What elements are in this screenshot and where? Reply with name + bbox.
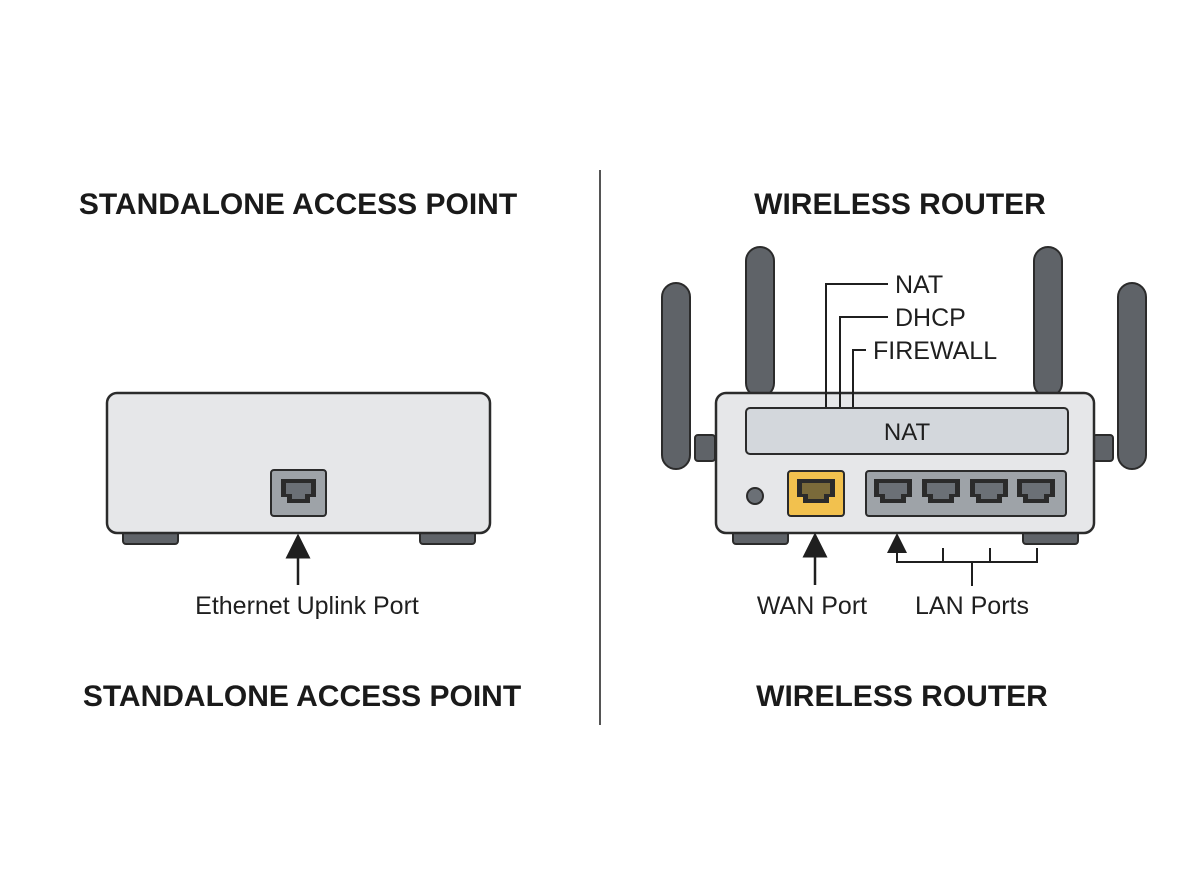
firewall-callout-line [852,349,866,407]
left-title-bottom: STANDALONE ACCESS POINT [83,680,521,713]
lan-bracket [896,548,1038,586]
lan-port-icon [874,479,912,503]
right-title-bottom: WIRELESS ROUTER [756,680,1048,713]
nat-callout-line [825,283,888,407]
lan-ports-group [865,470,1067,517]
feature-firewall-label: FIREWALL [873,337,997,365]
feature-dhcp-label: DHCP [895,304,966,332]
lan-port-icon [1017,479,1055,503]
power-led-icon [746,487,764,505]
lan-ports-label: LAN Ports [915,592,1029,620]
router-feature-panel [745,407,1069,455]
dhcp-callout-line [839,316,888,407]
feature-nat-label: NAT [895,271,943,299]
antenna-icon [1033,246,1063,398]
wan-port-label: WAN Port [757,592,867,620]
right-title-top: WIRELESS ROUTER [754,188,1046,221]
antenna-icon [1092,282,1147,470]
lan-port-icon [922,479,960,503]
antenna-icon [661,282,716,470]
router-device: NAT [714,391,1096,545]
ap-ethernet-port-icon [270,469,327,517]
antenna-icon [745,246,775,398]
left-title-top: STANDALONE ACCESS POINT [79,188,517,221]
wan-port-icon [787,470,845,517]
router-panel-label: NAT [884,419,931,446]
access-point-device [105,391,492,545]
lan-port-icon [970,479,1008,503]
ap-body [105,391,492,535]
feature-callouts [825,283,888,407]
ethernet-uplink-label: Ethernet Uplink Port [195,592,419,620]
